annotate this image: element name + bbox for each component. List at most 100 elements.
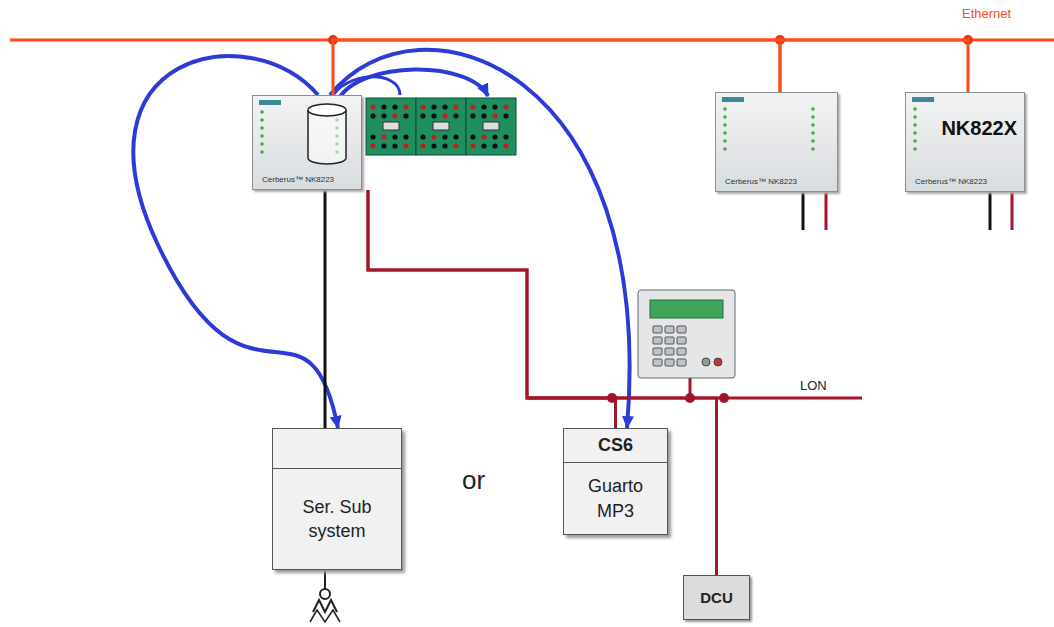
status-led <box>260 142 264 146</box>
status-led <box>913 139 917 143</box>
status-led <box>260 110 264 114</box>
terminal-dot <box>392 104 397 109</box>
keypad-key <box>677 348 686 355</box>
database-cylinder <box>308 104 346 116</box>
controller-device: NK822X Cerberus™ NK8223 <box>905 92 1025 192</box>
device-model: Cerberus™ NK8223 <box>262 175 354 184</box>
terminal-dot <box>420 143 425 148</box>
controller-device: Cerberus™ NK8223 <box>252 95 362 190</box>
status-led <box>811 123 815 127</box>
wire-stub <box>802 192 805 230</box>
keypad-panel <box>638 290 735 378</box>
subsystem-box: Ser. Sub system <box>272 428 402 570</box>
terminal-dot <box>431 134 436 139</box>
terminal-dot <box>442 113 447 118</box>
terminal-dot <box>470 113 475 118</box>
status-led <box>913 147 917 151</box>
brand-strip <box>259 100 281 105</box>
device-name: NK822X <box>941 117 1017 140</box>
status-led <box>260 118 264 122</box>
keypad-key <box>677 359 686 366</box>
keypad-housing <box>638 290 735 378</box>
controller-device: Cerberus™ NK8223 <box>715 92 838 192</box>
status-led <box>260 126 264 130</box>
keypad-drop <box>689 378 692 398</box>
terminal-dot <box>453 104 458 109</box>
keypad-display <box>650 300 723 318</box>
status-led <box>913 131 917 135</box>
terminal-dot <box>392 143 397 148</box>
bus-wire <box>780 40 968 92</box>
terminal-dot <box>470 104 475 109</box>
box-body: Guarto MP3 <box>564 463 667 534</box>
wire-stub <box>1011 192 1014 230</box>
module-latch <box>483 122 499 130</box>
box-header: CS6 <box>564 429 667 463</box>
terminal-dot <box>492 143 497 148</box>
wire-stub <box>825 192 828 230</box>
keypad-key <box>665 348 674 355</box>
terminal-dot <box>503 113 508 118</box>
data-flow-arrow <box>330 50 630 428</box>
brand-strip <box>912 97 934 102</box>
status-led <box>811 131 815 135</box>
terminal-dot <box>492 134 497 139</box>
status-led <box>723 139 727 143</box>
module-latch <box>383 122 399 130</box>
status-led <box>723 147 727 151</box>
status-led <box>723 123 727 127</box>
bus-wire <box>368 190 616 428</box>
terminal-dot <box>403 113 408 118</box>
alternative-label: or <box>462 465 485 496</box>
device-face <box>716 93 837 191</box>
status-led <box>913 123 917 127</box>
terminal-dot <box>453 134 458 139</box>
terminal-dot <box>442 134 447 139</box>
brand-strip <box>722 97 744 102</box>
keypad-key <box>677 326 686 333</box>
bus-wire <box>333 40 780 95</box>
status-led <box>913 107 917 111</box>
terminal-dot <box>453 143 458 148</box>
box-body: Ser. Sub system <box>273 469 401 569</box>
bus-label: LON <box>800 378 827 393</box>
terminal-dot <box>442 143 447 148</box>
keypad-key <box>653 326 662 333</box>
status-led <box>913 115 917 119</box>
terminal-dot <box>420 104 425 109</box>
keypad-key <box>653 337 662 344</box>
keypad-key <box>665 326 674 333</box>
terminal-dot <box>403 143 408 148</box>
terminal-dot <box>481 134 486 139</box>
terminal-dot <box>503 104 508 109</box>
box-header <box>273 429 401 469</box>
terminal-dot <box>442 104 447 109</box>
terminal-dot <box>481 104 486 109</box>
io-module <box>416 98 466 155</box>
terminal-dot <box>381 113 386 118</box>
terminal-dot <box>431 104 436 109</box>
terminal-dot <box>431 113 436 118</box>
keypad-key <box>702 358 710 366</box>
io-module <box>466 98 516 155</box>
terminal-dot <box>392 134 397 139</box>
keypad-key <box>653 359 662 366</box>
keypad-key <box>665 359 674 366</box>
device-model: Cerberus™ NK8223 <box>725 177 830 186</box>
terminal-dot <box>470 134 475 139</box>
io-module <box>366 98 416 155</box>
terminal-dot <box>420 134 425 139</box>
status-led <box>811 107 815 111</box>
dcu-box: DCU <box>683 575 750 620</box>
status-led <box>811 115 815 119</box>
terminal-dot <box>381 143 386 148</box>
keypad-key <box>677 337 686 344</box>
device-model: Cerberus™ NK8223 <box>915 177 1017 186</box>
database-cylinder <box>308 110 346 164</box>
status-led <box>723 131 727 135</box>
detector-symbol <box>310 570 340 622</box>
terminal-dot <box>403 134 408 139</box>
status-led <box>260 150 264 154</box>
